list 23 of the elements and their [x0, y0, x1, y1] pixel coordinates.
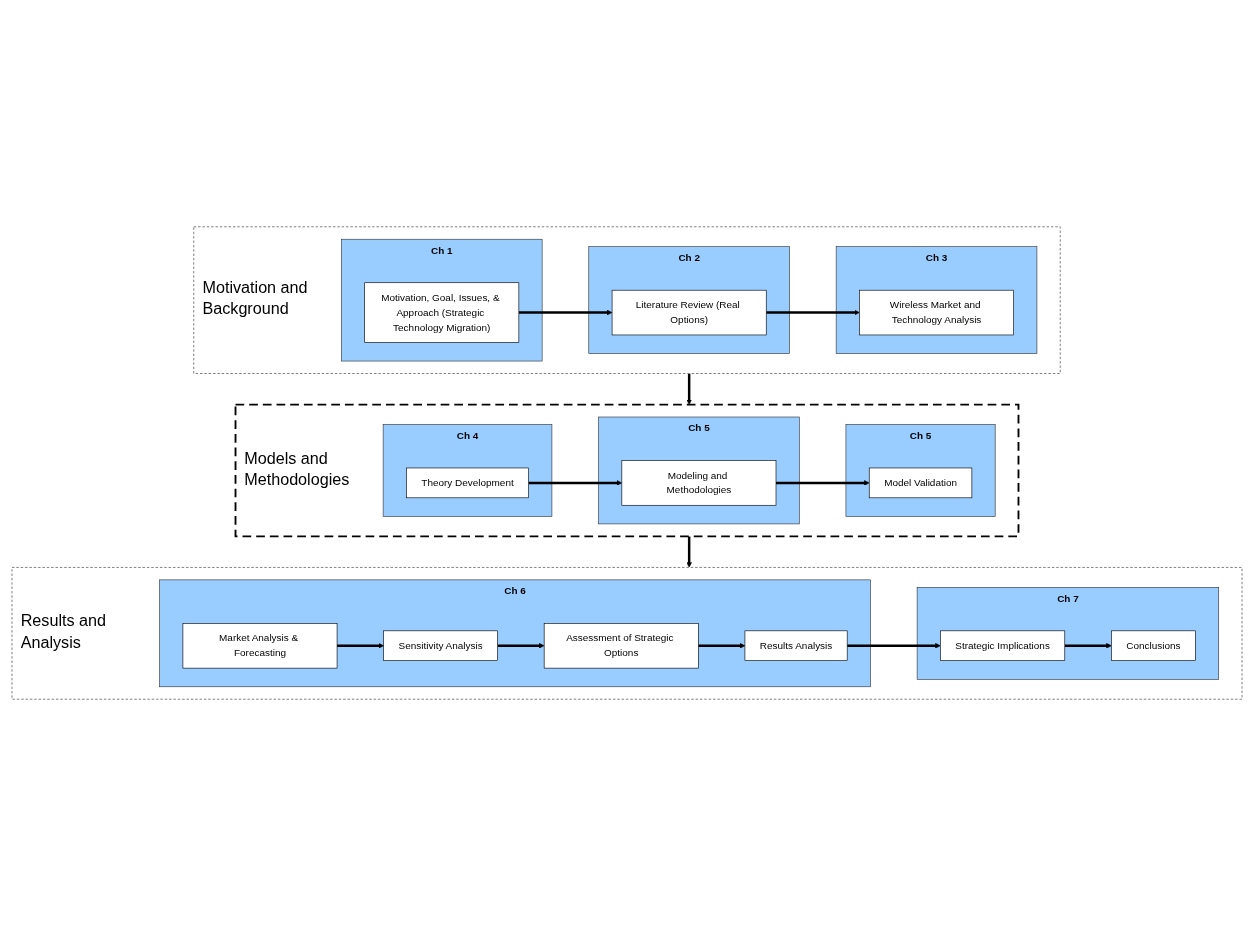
- node-box: Modeling and Methodologies: [621, 460, 777, 506]
- arrow: [766, 309, 860, 316]
- arrow: [337, 643, 384, 649]
- node-box: Market Analysis & Forecasting: [182, 623, 338, 669]
- node-box: Theory Development: [406, 467, 529, 499]
- node-box: Motivation, Goal, Issues, & Approach (Strategic Technology Migration): [364, 282, 520, 343]
- node-box: Assessment of Strategic Options: [543, 623, 699, 669]
- arrow: [686, 373, 692, 405]
- node-box: Conclusions: [1111, 630, 1196, 661]
- node-box: Results Analysis: [744, 630, 848, 661]
- node-box: Sensitivity Analysis: [383, 630, 498, 661]
- arrow: [776, 480, 870, 486]
- node-box: Wireless Market and Technology Analysis: [859, 289, 1014, 336]
- arrow: [497, 643, 545, 649]
- arrow: [847, 643, 941, 649]
- node-box: Model Validation: [868, 467, 973, 499]
- arrow: [1064, 643, 1112, 649]
- node-box: Literature Review (Real Options): [611, 289, 767, 336]
- arrow: [528, 480, 623, 486]
- node-box: Strategic Implications: [940, 630, 1066, 661]
- arrow: [698, 643, 746, 649]
- arrow: [518, 309, 613, 316]
- arrow: [686, 536, 692, 568]
